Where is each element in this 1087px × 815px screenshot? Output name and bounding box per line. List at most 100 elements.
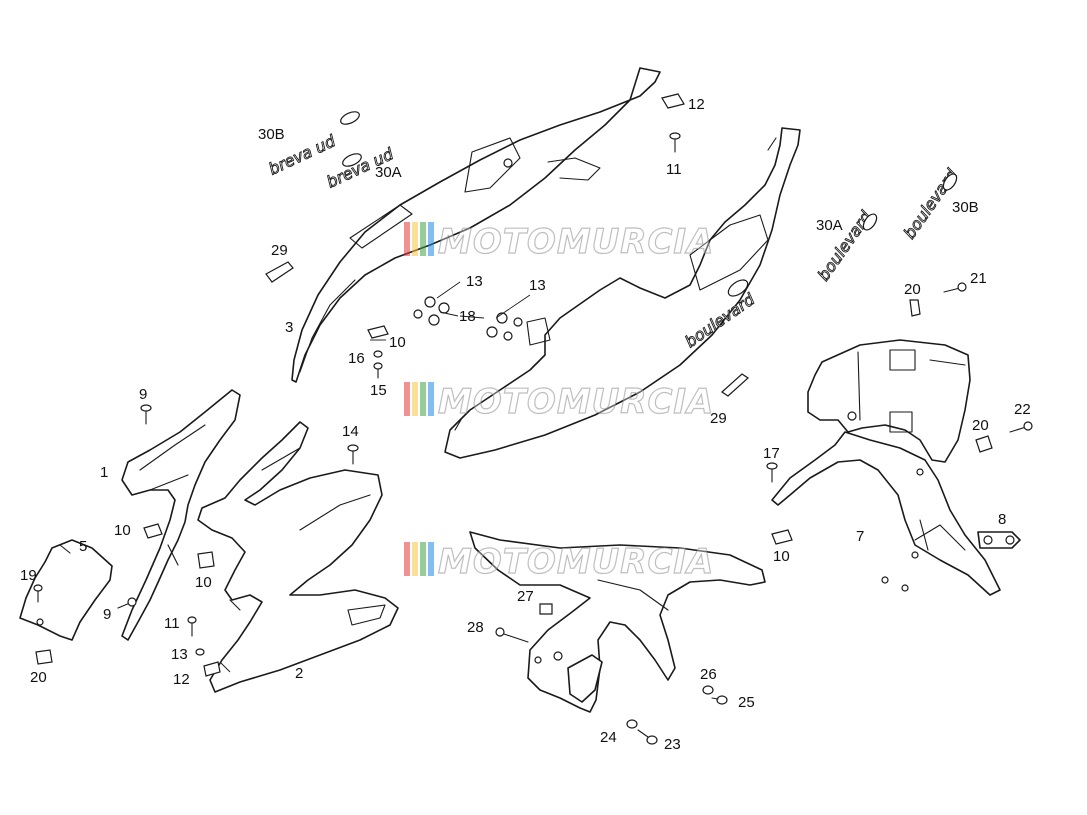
clip-29-left [265, 261, 294, 283]
callout-13-b: 13 [529, 277, 546, 294]
wm-stripe-green [420, 542, 426, 576]
callout-30b-right: 30B [952, 199, 979, 216]
callout-20-right: 20 [972, 417, 989, 434]
screw-9-lower [117, 597, 137, 609]
nut-18e [496, 312, 508, 324]
wm-stripe-yellow [412, 382, 418, 416]
wm-stripe-red [404, 542, 410, 576]
callout-22: 22 [1014, 401, 1031, 418]
watermark-text: MOTOMURCIA [438, 382, 714, 422]
wm-stripe-red [404, 222, 410, 256]
small-side-cover [19, 539, 113, 641]
wm-stripe-blue [428, 222, 434, 256]
screw-21 [943, 282, 967, 293]
callout-10-left: 10 [114, 522, 131, 539]
callout-8: 8 [998, 511, 1006, 528]
watermark-text: MOTOMURCIA [438, 222, 714, 262]
callout-20-bottom: 20 [30, 669, 47, 686]
wm-stripe-yellow [412, 542, 418, 576]
callout-19: 19 [20, 567, 37, 584]
callout-13-a: 13 [466, 273, 483, 290]
rear-inner-tray [771, 339, 1001, 596]
nut-27 [539, 603, 553, 615]
bracket-8 [977, 531, 1021, 549]
callout-26: 26 [700, 666, 717, 683]
callout-1: 1 [100, 464, 108, 481]
screw-22 [1009, 421, 1033, 433]
callout-12-lower: 12 [173, 671, 190, 688]
screw-15 [373, 362, 383, 379]
callout-17: 17 [763, 445, 780, 462]
nut-18b [428, 314, 440, 326]
clip-20-bottom [35, 649, 53, 665]
callout-29-left: 29 [271, 242, 288, 259]
callout-5: 5 [79, 538, 87, 555]
clip-10-middle [197, 551, 215, 569]
callout-11-top: 11 [666, 161, 682, 178]
callout-9-lower: 9 [103, 606, 111, 623]
callout-27: 27 [517, 588, 534, 605]
screw-17 [766, 462, 778, 483]
clip-20-upper [909, 299, 921, 317]
washer-18a [424, 296, 436, 308]
wm-stripe-red [404, 382, 410, 416]
washer-part7-b [901, 584, 909, 592]
callout-21: 21 [970, 270, 987, 287]
watermark-bottom: MOTOMURCIA [404, 541, 714, 583]
screw-11-top [669, 132, 681, 153]
wm-stripe-green [420, 222, 426, 256]
watermark-middle: MOTOMURCIA [404, 381, 714, 423]
front-inner-frame [121, 389, 241, 641]
wm-stripe-green [420, 382, 426, 416]
callout-23: 23 [664, 736, 681, 753]
callout-15: 15 [370, 382, 387, 399]
callout-24: 24 [600, 729, 617, 746]
watermark-top: MOTOMURCIA [404, 221, 714, 263]
screw-28 [495, 627, 529, 643]
washer-13a [413, 309, 423, 319]
callout-25: 25 [738, 694, 755, 711]
screw-19 [33, 584, 43, 603]
callout-labels: 12 11 30B 30A 30A 30B 29 13 13 18 3 10 1… [20, 96, 1031, 753]
callout-16: 16 [348, 350, 365, 367]
callout-30b-left: 30B [258, 126, 285, 143]
callout-11-lower: 11 [164, 615, 180, 632]
washer-26 [702, 685, 714, 695]
clip-29-right [721, 373, 749, 397]
washer-24 [626, 719, 638, 729]
screw-11-lower [187, 616, 197, 637]
rear-mudguard [469, 531, 766, 713]
clip-10-left [143, 523, 163, 539]
washer-13c [513, 317, 523, 327]
callout-3: 3 [285, 319, 293, 336]
callout-7: 7 [856, 528, 864, 545]
screw-23 [637, 729, 658, 745]
screw-9-upper [140, 404, 152, 425]
callout-10-right: 10 [773, 548, 790, 565]
callout-2: 2 [295, 665, 303, 682]
nut-18d [486, 326, 498, 338]
callout-30a-right: 30A [816, 217, 843, 234]
callout-10-middle: 10 [195, 574, 212, 591]
callout-29-right: 29 [710, 410, 727, 427]
callout-20-upper: 20 [904, 281, 921, 298]
callout-13-lower: 13 [171, 646, 188, 663]
screw-14 [347, 444, 359, 465]
washer-part7-a [881, 576, 889, 584]
washer-13-lower [195, 648, 205, 656]
clip-10-right [771, 529, 793, 545]
leader-lines [219, 281, 531, 673]
washer-16 [373, 350, 383, 358]
callout-10-upper: 10 [389, 334, 406, 351]
washer-13b [503, 331, 513, 341]
callout-30a-left: 30A [375, 164, 402, 181]
wm-stripe-yellow [412, 222, 418, 256]
callout-14: 14 [342, 423, 359, 440]
callout-12-top: 12 [688, 96, 705, 113]
clip-20-right [975, 435, 993, 453]
wm-stripe-blue [428, 382, 434, 416]
hardware [33, 93, 1033, 745]
wm-stripe-blue [428, 542, 434, 576]
watermark-text: MOTOMURCIA [438, 542, 714, 582]
